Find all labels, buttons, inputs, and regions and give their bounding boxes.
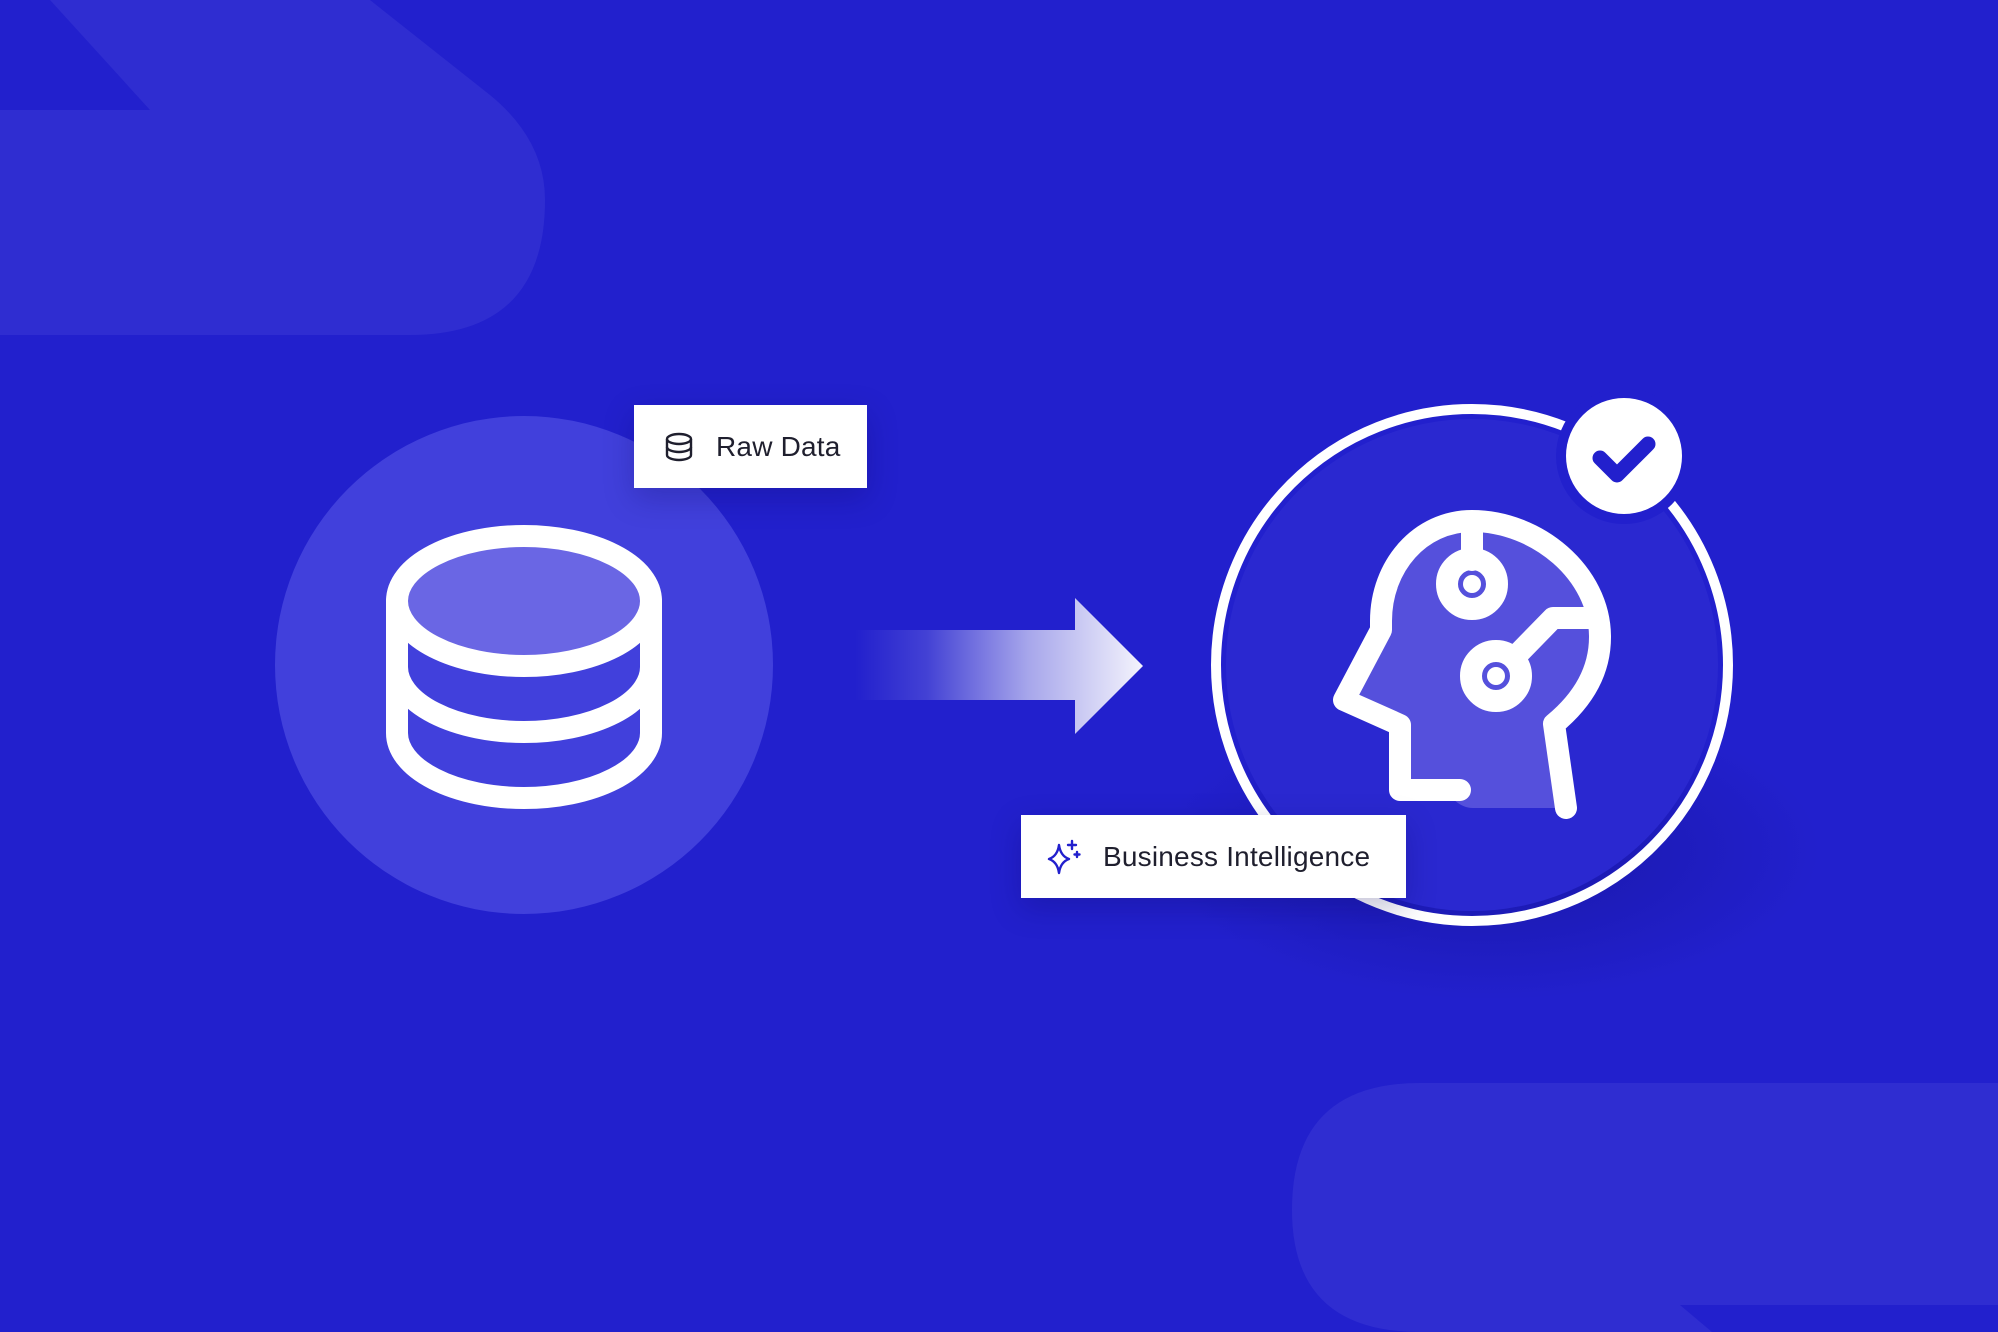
checkmark-icon [1556, 388, 1692, 524]
target-node-ring [1211, 404, 1733, 926]
target-node [1211, 388, 1733, 926]
database-icon [386, 525, 662, 809]
source-node [275, 416, 773, 914]
bg-shape-bottom-right [1292, 1083, 1998, 1332]
sparkle-icon [1043, 837, 1083, 877]
database-icon [662, 430, 696, 464]
raw-data-label-card: Raw Data [634, 405, 867, 488]
ai-head-icon [1333, 510, 1611, 819]
bg-shape-top-left [0, 0, 545, 335]
bg-shape-bottom-right-notch [1680, 1305, 1998, 1332]
bg-shape-top-left-notch [0, 0, 150, 110]
raw-data-label: Raw Data [716, 430, 841, 462]
arrow-right-icon [855, 598, 1143, 734]
business-intelligence-label: Business Intelligence [1103, 840, 1371, 872]
business-intelligence-label-card: Business Intelligence [1021, 815, 1406, 898]
